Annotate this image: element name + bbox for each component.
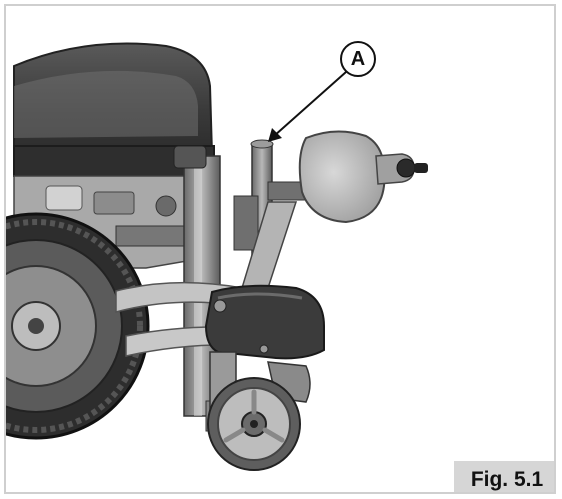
- figure-caption: Fig. 5.1: [454, 461, 554, 492]
- calf-pad: [298, 130, 428, 224]
- seat-cushion: [13, 42, 215, 177]
- arrow-icon: [268, 71, 347, 142]
- drive-wheel: [6, 212, 150, 440]
- figure-frame: A Fig. 5.1: [4, 4, 556, 494]
- caster-wheel: [207, 377, 301, 471]
- callout-marker: A: [340, 41, 376, 77]
- footplate: [204, 284, 325, 360]
- wheelchair-illustration: [6, 42, 428, 471]
